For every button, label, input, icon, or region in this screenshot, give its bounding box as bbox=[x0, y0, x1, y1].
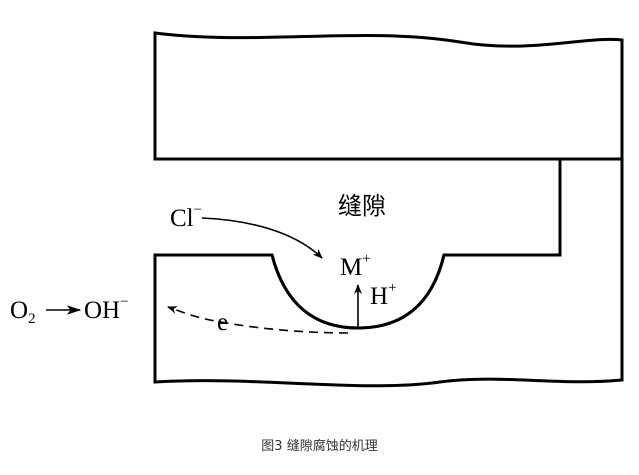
hydroxide-base: OH bbox=[84, 297, 120, 324]
hydroxide-label: OH− bbox=[84, 294, 129, 324]
hydrogen-ion-label: H+ bbox=[370, 280, 397, 310]
figure-caption: 图3 缝隙腐蚀的机理 bbox=[261, 439, 378, 454]
corrosion-pit bbox=[270, 254, 446, 330]
chloride-ion-label: Cl− bbox=[170, 202, 202, 232]
electron-flow-path bbox=[167, 306, 349, 334]
chloride-migration-arrow bbox=[201, 217, 323, 259]
metal-ion-charge: + bbox=[362, 251, 370, 267]
chloride-ion-charge: − bbox=[194, 202, 202, 218]
electron-label: e bbox=[217, 309, 228, 336]
hydrogen-ion-base: H bbox=[370, 283, 388, 310]
hydrogen-ion-charge: + bbox=[388, 280, 396, 296]
metal-ion-base: M bbox=[340, 254, 362, 281]
metal-ion-label: M+ bbox=[340, 251, 371, 281]
oxygen-subscript: 2 bbox=[28, 311, 36, 327]
upper-metal-plate bbox=[153, 31, 624, 161]
crevice-label: 缝隙 bbox=[338, 192, 386, 220]
oxygen-base: O bbox=[10, 297, 28, 324]
chloride-ion-base: Cl bbox=[170, 205, 194, 232]
lower-metal-body bbox=[153, 157, 624, 388]
hydroxide-charge: − bbox=[120, 294, 128, 310]
oxygen-label: O2 bbox=[10, 297, 36, 327]
